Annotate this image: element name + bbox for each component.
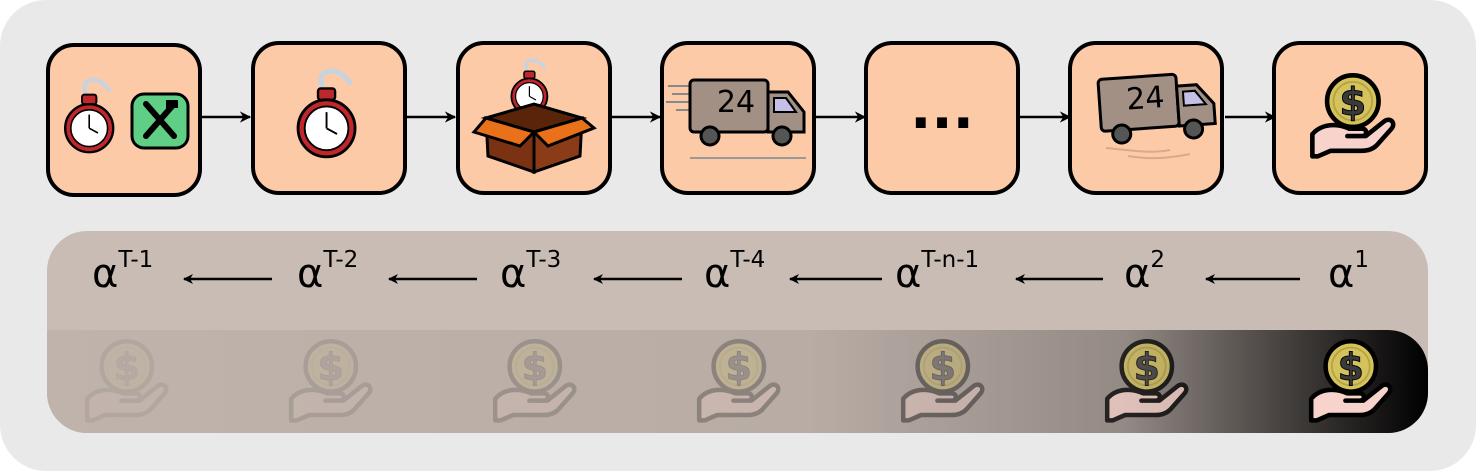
discount-label-t-n-1: αT-n-1 [895,246,980,297]
discount-label-1: α1 [1328,246,1370,297]
step-box-5 [864,41,1020,195]
discount-label-t-4: αT-4 [704,246,766,297]
discount-label-2: α2 [1124,246,1166,297]
open-box-with-stopwatch-icon [471,58,597,175]
stopwatch-and-tools-icon [65,80,190,152]
discount-label-t-2: αT-2 [297,246,359,297]
discount-label-t-3: αT-3 [500,246,562,297]
discount-label-t-1: αT-1 [92,246,154,297]
moving-delivery-truck-24-icon [1096,70,1218,160]
ellipsis-icon: ... [910,77,974,142]
delivery-truck-24-icon [666,78,806,159]
